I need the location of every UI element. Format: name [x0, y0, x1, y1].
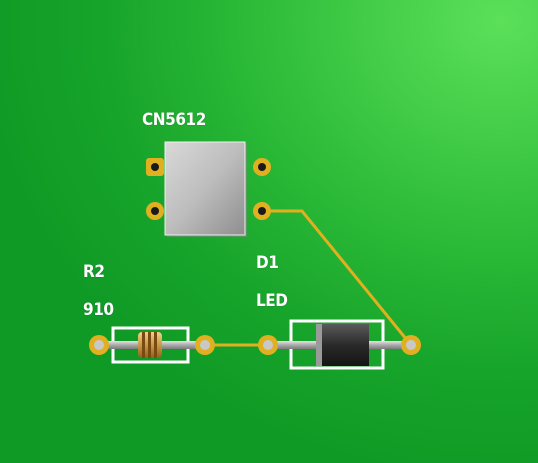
traces [205, 209, 413, 347]
trace-ic-to-diode [262, 209, 413, 346]
resistor-r2 [89, 326, 215, 364]
resistor-value: 910 [83, 300, 114, 320]
diode-body [316, 324, 369, 366]
ic-label: CN5612 [142, 110, 206, 130]
diode-cathode-band [316, 324, 322, 366]
diode-designator: D1 [256, 253, 279, 273]
ic-chip [146, 141, 271, 237]
diode-d1 [258, 319, 421, 370]
diode-value: LED [256, 291, 288, 311]
resistor-designator: R2 [83, 262, 105, 282]
